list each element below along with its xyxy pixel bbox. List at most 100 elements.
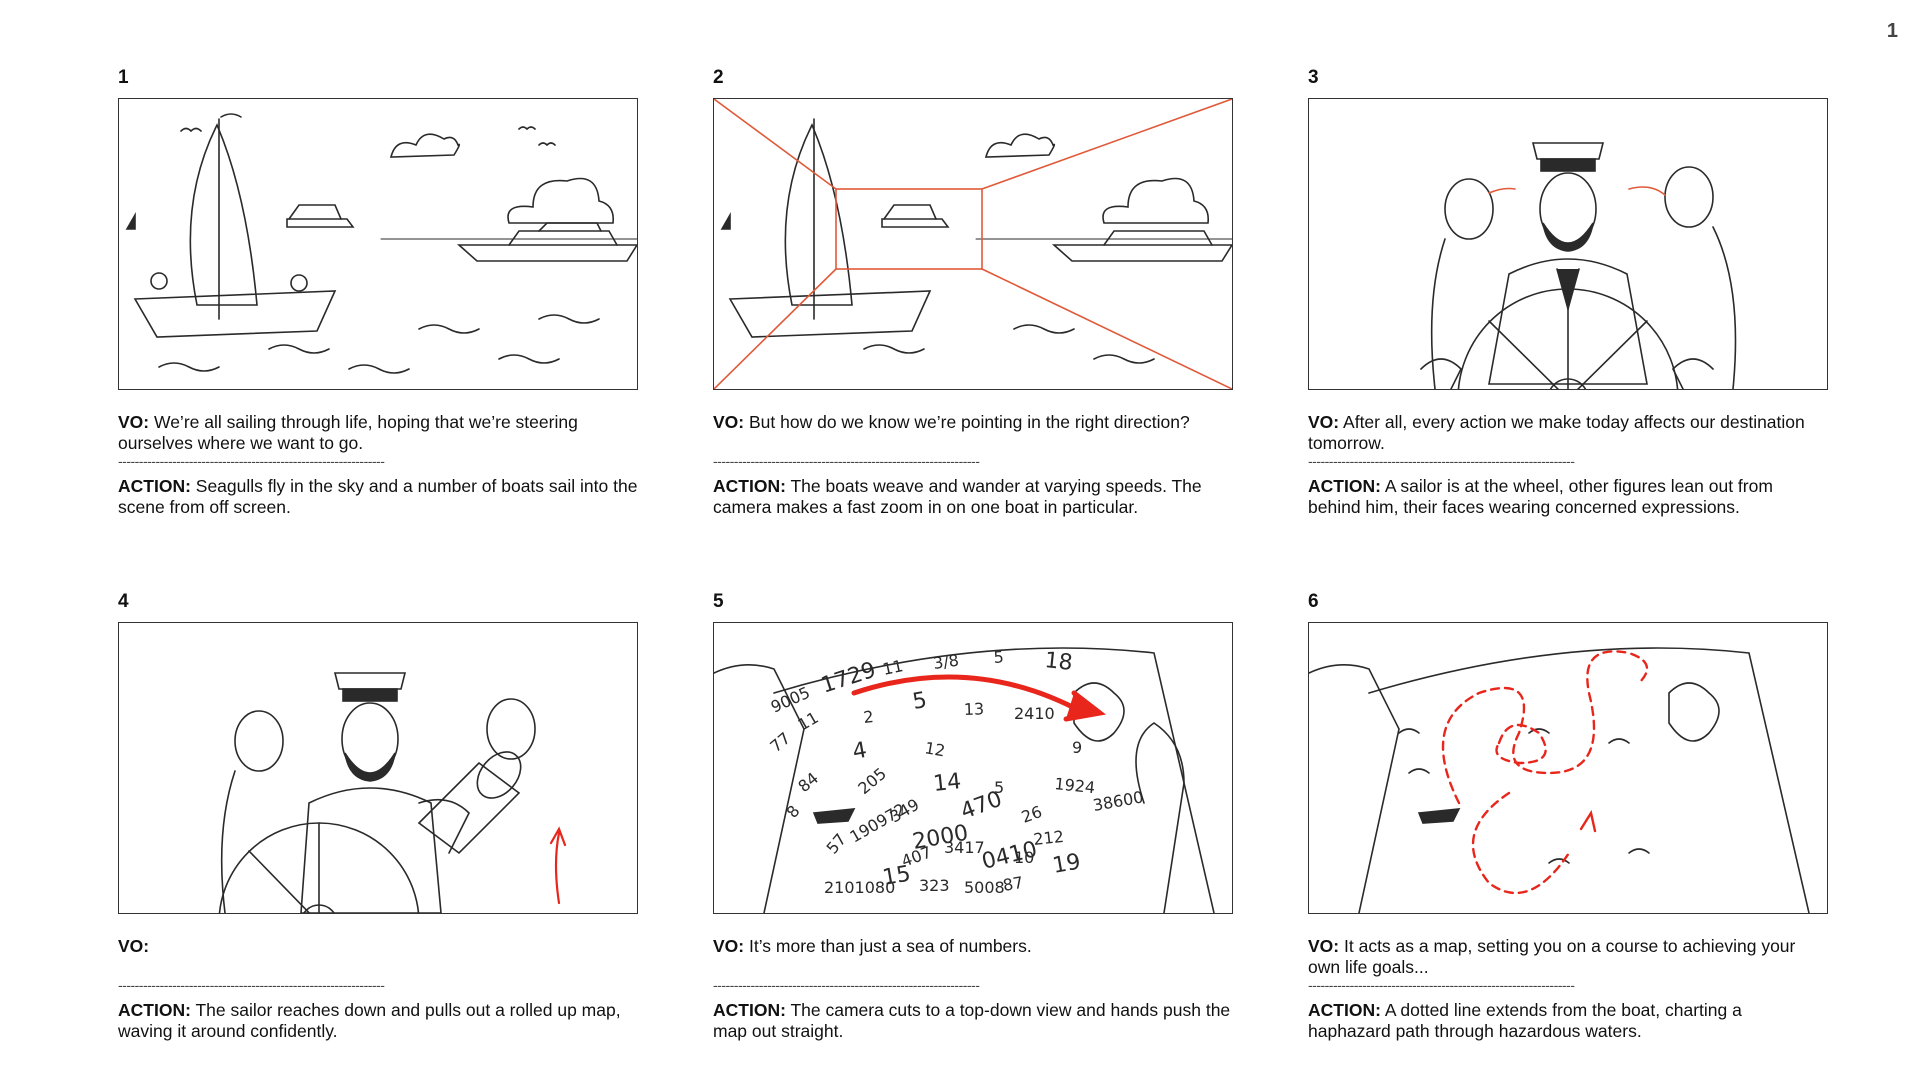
vo-text: But how do we know we’re pointing in the…: [749, 412, 1190, 432]
storyboard-panel-2: 2 VO: But how do we know we’re pointing …: [713, 66, 1233, 518]
action-text: A sailor is at the wheel, other figures …: [1308, 476, 1773, 517]
separator: ----------------------------------------…: [1308, 454, 1575, 469]
sailor-with-map-sketch: [218, 672, 567, 913]
separator: ----------------------------------------…: [713, 454, 980, 469]
action-line: ACTION: The camera cuts to a top-down vi…: [713, 1000, 1233, 1042]
panel-number: 4: [118, 591, 129, 612]
sketch-number: 87: [1001, 873, 1024, 895]
sketch-number: 12: [923, 738, 946, 760]
storyboard-panel-3: 3 VO: After all, every action we make to…: [1308, 66, 1828, 518]
vo-line: VO:: [118, 936, 638, 978]
sketch-number: 323: [919, 876, 950, 895]
storyboard-panel-1: 1 VO: We’re all sailing through life, ho…: [118, 66, 638, 518]
action-label: ACTION:: [118, 1000, 191, 1020]
vo-line: VO: It acts as a map, setting you on a c…: [1308, 936, 1828, 978]
panel-number: 6: [1308, 591, 1319, 612]
action-text: The boats weave and wander at varying sp…: [713, 476, 1202, 517]
vo-text: After all, every action we make today af…: [1308, 412, 1805, 453]
sketch-number: 8: [783, 802, 804, 822]
sketch-number: 2410: [1014, 704, 1055, 723]
action-label: ACTION:: [713, 1000, 786, 1020]
vo-line: VO: After all, every action we make toda…: [1308, 412, 1828, 454]
sketch-number: 212: [1032, 827, 1064, 849]
panel-number: 1: [118, 67, 129, 88]
sketch-number: 11: [881, 656, 905, 679]
sketch-number: 2101080: [824, 878, 895, 897]
separator: ----------------------------------------…: [1308, 978, 1575, 993]
storyboard-panel-4: 4 VO: ----------------------------------…: [118, 590, 638, 1042]
panel-number: 5: [713, 591, 724, 612]
zoom-sketch: [714, 99, 1232, 389]
sketch-number: 77: [766, 728, 794, 756]
sketch-number: 9: [1072, 738, 1082, 757]
vo-text: It acts as a map, setting you on a cours…: [1308, 936, 1796, 977]
sketch-number: 407: [899, 842, 934, 870]
vo-label: VO:: [1308, 936, 1340, 956]
action-text: Seagulls fly in the sky and a number of …: [118, 476, 638, 517]
panel-number: 2: [713, 67, 724, 88]
sketch-number: 5: [993, 647, 1004, 667]
vo-label: VO:: [1308, 412, 1340, 432]
storyboard-panel-6: 6 VO: It acts as a map, setting you on a…: [1308, 590, 1828, 1042]
separator: ----------------------------------------…: [713, 978, 980, 993]
vo-label: VO:: [713, 412, 745, 432]
sketch-number: 11: [795, 708, 822, 735]
separator: ----------------------------------------…: [118, 978, 385, 993]
separator: ----------------------------------------…: [118, 454, 385, 469]
action-text: A dotted line extends from the boat, cha…: [1308, 1000, 1742, 1041]
dotted-route-map-sketch: [1309, 647, 1810, 913]
sketch-number: 14: [932, 769, 962, 797]
sketch-frame: [118, 98, 638, 390]
sketch-number: 26: [1019, 802, 1045, 827]
sketch-number: 1924: [1054, 774, 1096, 797]
sketch-number: 3/8: [932, 651, 960, 673]
sketch-number: 13: [963, 699, 984, 719]
sketch-frame: [118, 622, 638, 914]
vo-line: VO: It’s more than just a sea of numbers…: [713, 936, 1233, 978]
action-label: ACTION:: [1308, 1000, 1381, 1020]
action-line: ACTION: A sailor is at the wheel, other …: [1308, 476, 1828, 518]
sketch-number: 1729: [818, 658, 879, 699]
action-text: The sailor reaches down and pulls out a …: [118, 1000, 621, 1041]
sketch-frame: [1308, 622, 1828, 914]
sketch-number: 15: [881, 861, 913, 890]
action-line: ACTION: The sailor reaches down and pull…: [118, 1000, 638, 1042]
sketch-number: 5008: [964, 878, 1005, 897]
action-label: ACTION:: [713, 476, 786, 496]
action-label: ACTION:: [1308, 476, 1381, 496]
vo-text: We’re all sailing through life, hoping t…: [118, 412, 578, 453]
vo-label: VO:: [713, 936, 745, 956]
sketch-number: 38600: [1091, 787, 1144, 815]
action-label: ACTION:: [118, 476, 191, 496]
sketch-number: 470: [958, 787, 1006, 825]
sketch-number: 57: [823, 830, 851, 858]
action-line: ACTION: The boats weave and wander at va…: [713, 476, 1233, 518]
sketch-number: 18: [1043, 648, 1073, 676]
action-line: ACTION: A dotted line extends from the b…: [1308, 1000, 1828, 1042]
sketch-number: 10: [1014, 848, 1034, 867]
vo-text: It’s more than just a sea of numbers.: [749, 936, 1032, 956]
sketch-number: 5: [994, 778, 1004, 797]
sketch-number: 84: [794, 768, 822, 796]
sketch-frame: [1308, 98, 1828, 390]
sketch-number: 5: [911, 688, 929, 715]
action-line: ACTION: Seagulls fly in the sky and a nu…: [118, 476, 638, 518]
sketch-number: 19: [1051, 849, 1083, 878]
vo-line: VO: We’re all sailing through life, hopi…: [118, 412, 638, 454]
sketch-frame: [713, 98, 1233, 390]
sketch-number: 4: [851, 738, 869, 765]
panel-number: 3: [1308, 67, 1319, 88]
vo-label: VO:: [118, 412, 150, 432]
action-text: The camera cuts to a top-down view and h…: [713, 1000, 1231, 1041]
vo-label: VO:: [118, 936, 150, 956]
sketch-number: 2: [862, 707, 874, 727]
page-number: 1: [1886, 20, 1898, 42]
sketch-number: 3417: [944, 838, 985, 857]
sailor-at-wheel-sketch: [1420, 142, 1737, 389]
sketch-number: 205: [854, 764, 890, 798]
vo-line: VO: But how do we know we’re pointing in…: [713, 412, 1233, 454]
